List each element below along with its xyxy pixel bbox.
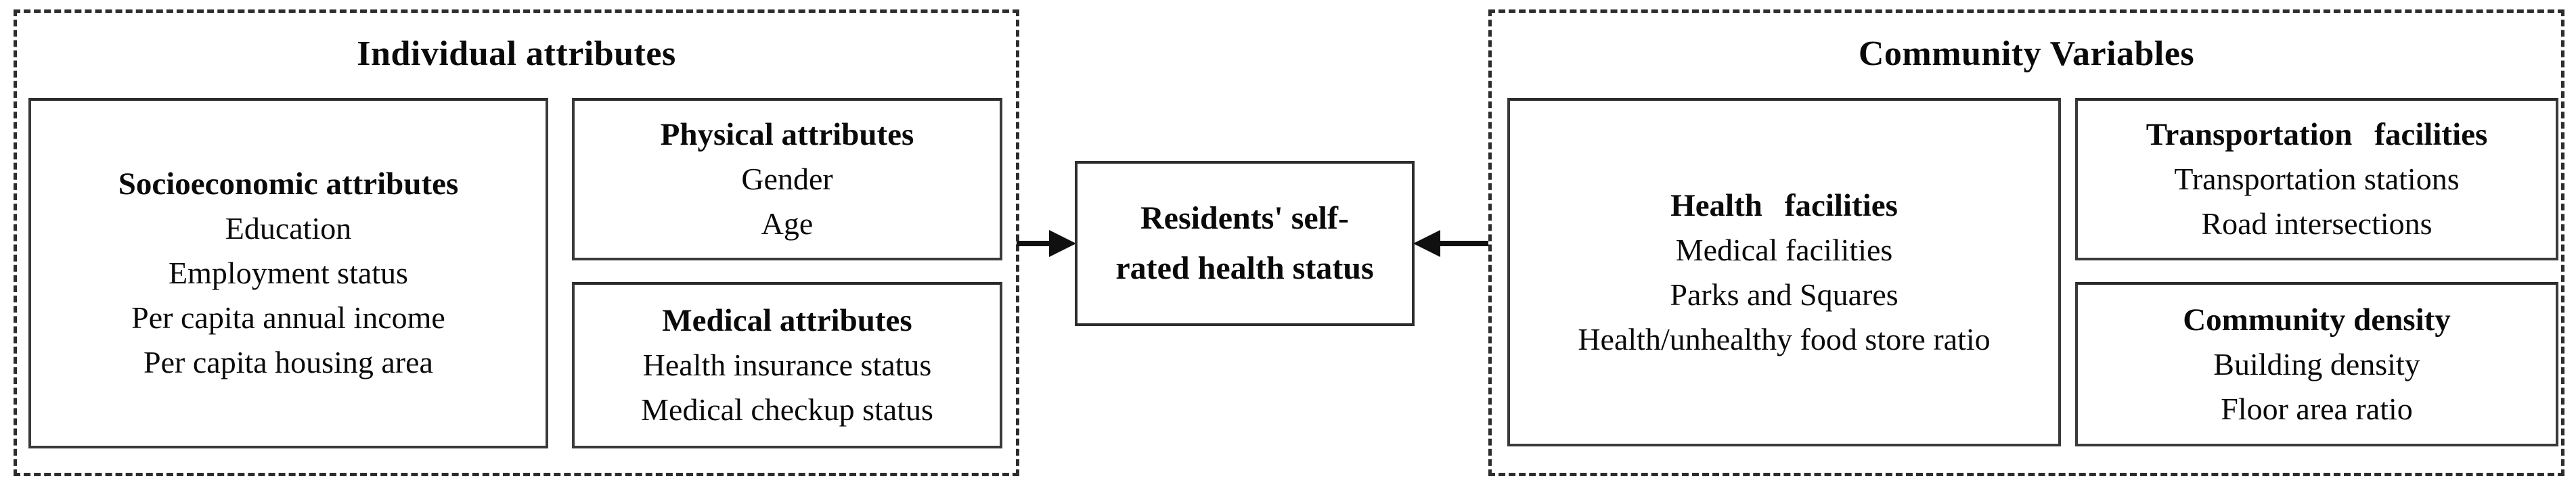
physical-attributes-heading: Physical attributes — [660, 117, 914, 152]
community-density-heading: Community density — [2183, 302, 2451, 338]
medical-item-health-insurance-status: Health insurance status — [642, 348, 932, 382]
physical-item-gender: Gender — [741, 162, 833, 196]
transportation-facilities-box: Transportation facilities Transportation… — [2075, 98, 2558, 260]
outcome-label-line1: Residents' self- — [1140, 200, 1349, 236]
community-density-box: Community density Building density Floor… — [2075, 282, 2558, 446]
socioeconomic-attributes-box: Socioeconomic attributes Education Emplo… — [28, 98, 548, 448]
transportation-item-road-intersections: Road intersections — [2201, 206, 2433, 241]
transportation-facilities-heading: Transportation facilities — [2146, 117, 2488, 152]
medical-attributes-heading: Medical attributes — [662, 303, 912, 338]
health-item-medical-facilities: Medical facilities — [1675, 232, 1893, 267]
health-item-parks-and-squares: Parks and Squares — [1670, 277, 1898, 312]
density-item-floor-area-ratio: Floor area ratio — [2221, 391, 2413, 426]
socioeconomic-item-per-capita-housing-area: Per capita housing area — [143, 345, 433, 379]
socioeconomic-item-per-capita-annual-income: Per capita annual income — [131, 300, 445, 335]
physical-attributes-box: Physical attributes Gender Age — [572, 98, 1002, 260]
medical-item-medical-checkup-status: Medical checkup status — [641, 392, 933, 427]
arrow-individual-to-outcome-head-icon — [1049, 230, 1076, 257]
density-item-building-density: Building density — [2213, 346, 2420, 381]
arrow-individual-to-outcome-line — [1017, 241, 1054, 246]
individual-attributes-group: Individual attributes Socioeconomic attr… — [14, 9, 1019, 476]
community-variables-title: Community Variables — [1858, 34, 2195, 73]
socioeconomic-item-education: Education — [225, 211, 352, 246]
socioeconomic-item-employment-status: Employment status — [169, 256, 408, 290]
health-facilities-heading: Health facilities — [1670, 187, 1898, 223]
arrow-community-to-outcome-head-icon — [1413, 230, 1440, 257]
health-facilities-box: Health facilities Medical facilities Par… — [1507, 98, 2061, 446]
outcome-label-line2: rated health status — [1115, 250, 1374, 286]
medical-attributes-box: Medical attributes Health insurance stat… — [572, 282, 1002, 448]
health-item-food-store-ratio: Health/unhealthy food store ratio — [1578, 321, 1991, 356]
community-variables-group: Community Variables Health facilities Me… — [1488, 9, 2564, 476]
individual-attributes-title: Individual attributes — [357, 34, 676, 73]
transportation-item-stations: Transportation stations — [2174, 162, 2460, 196]
socioeconomic-attributes-heading: Socioeconomic attributes — [118, 166, 459, 202]
physical-item-age: Age — [761, 206, 814, 241]
arrow-community-to-outcome-line — [1438, 241, 1490, 246]
residents-self-rated-health-status-box: Residents' self- rated health status — [1075, 161, 1415, 326]
